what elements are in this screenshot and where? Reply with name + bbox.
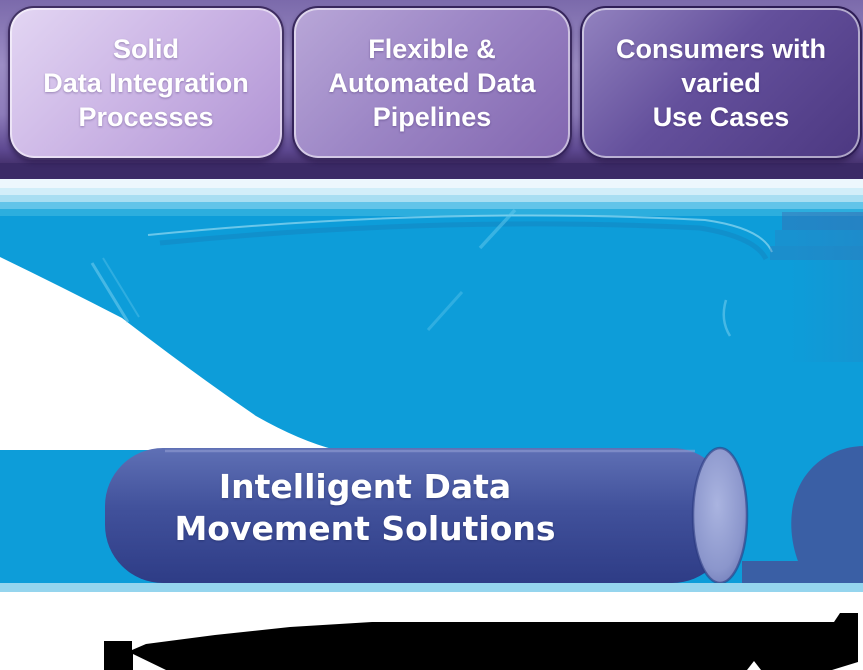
cropped-text-silhouette — [104, 613, 858, 670]
box-label-line: Solid — [113, 33, 179, 64]
bottom-stripe — [0, 583, 863, 592]
stripe-3 — [0, 195, 863, 202]
streak-2 — [102, 257, 140, 318]
cropped-text-gap-left — [133, 654, 166, 670]
pipeline-label-line: Movement Solutions — [174, 509, 556, 549]
box-flexible-automated-data-pipelines: Flexible & Automated Data Pipelines — [292, 6, 572, 160]
stripe-5 — [0, 209, 863, 216]
box-label-line: varied — [681, 67, 761, 98]
right-shade — [790, 212, 863, 362]
stripe-1 — [0, 179, 863, 188]
box-label-line: Data Integration — [43, 67, 249, 98]
pipeline-end-cap — [691, 446, 749, 585]
indigo-swoosh-band — [742, 561, 863, 583]
funnel-rim-shadow — [159, 221, 769, 261]
box-solid-data-integration-processes: Solid Data Integration Processes — [8, 6, 284, 160]
purple-band — [0, 163, 863, 179]
streak-5 — [722, 299, 732, 337]
box-label-line: Use Cases — [652, 102, 790, 132]
pipeline-label-line: Intelligent Data — [218, 467, 512, 506]
cropped-text-gap-mid — [747, 661, 761, 670]
streak-4 — [426, 290, 464, 332]
cropped-text-gap-right — [832, 662, 858, 670]
box-consumers-with-varied-use-cases: Consumers with varied Use Cases — [580, 6, 862, 160]
box-label-line: Flexible & — [368, 33, 496, 64]
pipeline-label: Intelligent Data Movement Solutions — [105, 466, 625, 550]
pipeline-cylinder — [105, 448, 730, 583]
stripe-2 — [0, 188, 863, 195]
box-label-line: Pipelines — [372, 102, 492, 132]
stripe-4 — [0, 202, 863, 209]
streak-1 — [90, 262, 130, 323]
box-label-line: Automated Data — [328, 67, 536, 98]
box-label-line: Consumers with — [615, 33, 827, 64]
funnel-left-notch — [0, 257, 336, 450]
funnel-rim-highlight — [147, 214, 773, 253]
indigo-swoosh-blob — [791, 446, 863, 583]
streak-3 — [478, 208, 517, 250]
box-label-line: Processes — [78, 102, 214, 132]
